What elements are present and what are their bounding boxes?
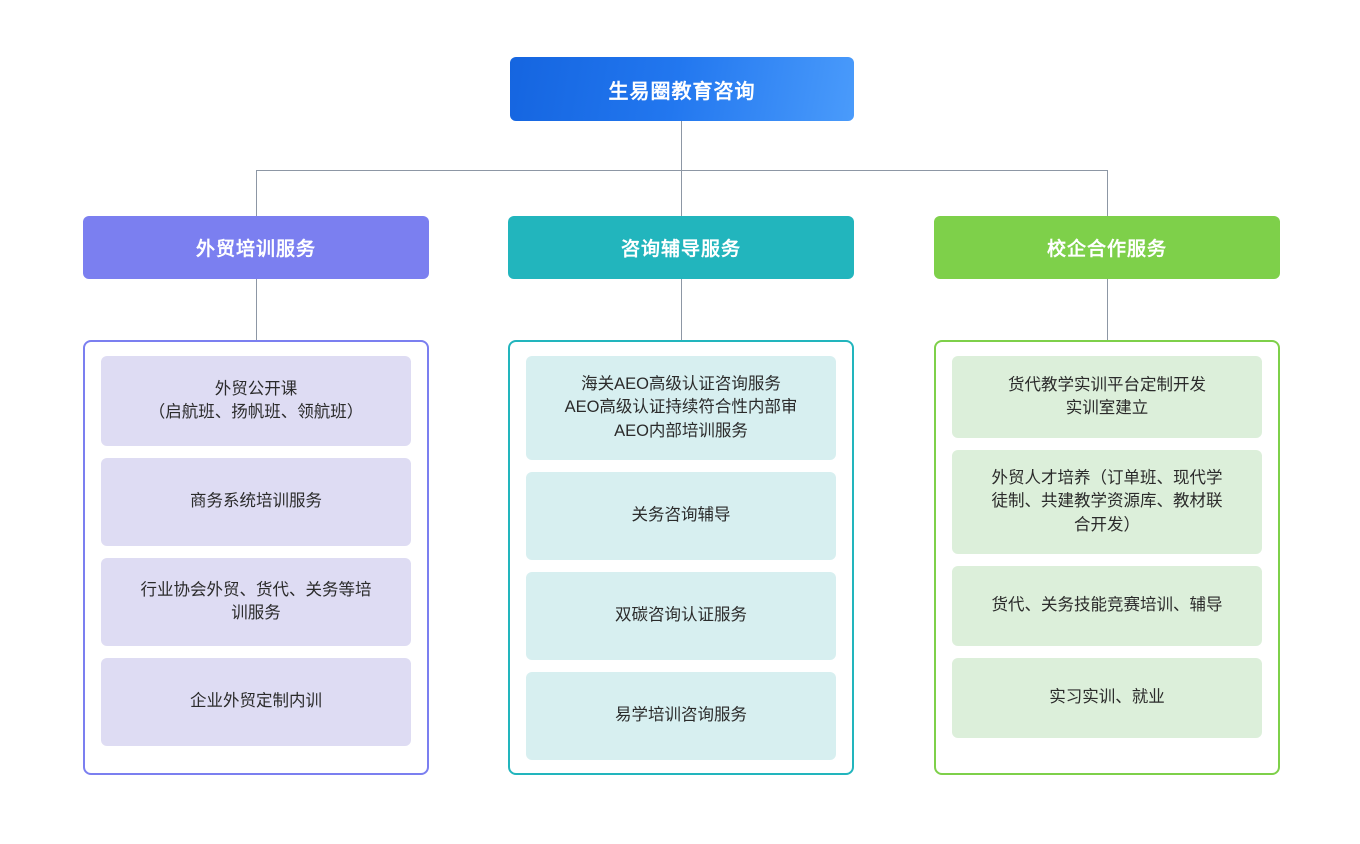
branch-column-2: 咨询辅导服务 海关AEO高级认证咨询服务 AEO高级认证持续符合性内部审 AEO… xyxy=(508,216,854,775)
leaf-node[interactable]: 货代、关务技能竞赛培训、辅导 xyxy=(952,566,1262,646)
root-node[interactable]: 生易圈教育咨询 xyxy=(510,57,854,121)
root-node-label: 生易圈教育咨询 xyxy=(608,80,756,103)
leaf-node[interactable]: 外贸人才培养（订单班、现代学 徒制、共建教学资源库、教材联 合开发） xyxy=(952,450,1262,554)
branch-header-3[interactable]: 校企合作服务 xyxy=(934,216,1280,279)
branch-header-1[interactable]: 外贸培训服务 xyxy=(83,216,429,279)
connector-drop-branch-1 xyxy=(256,170,257,216)
branch-column-1: 外贸培训服务 外贸公开课 （启航班、扬帆班、领航班） 商务系统培训服务 行业协会… xyxy=(83,216,429,775)
branch-header-2[interactable]: 咨询辅导服务 xyxy=(508,216,854,279)
branch-header-label-2: 咨询辅导服务 xyxy=(620,239,741,260)
leaf-node[interactable]: 实习实训、就业 xyxy=(952,658,1262,738)
leaf-node[interactable]: 行业协会外贸、货代、关务等培 训服务 xyxy=(101,558,411,646)
leaf-node[interactable]: 商务系统培训服务 xyxy=(101,458,411,546)
branch-body-1: 外贸公开课 （启航班、扬帆班、领航班） 商务系统培训服务 行业协会外贸、货代、关… xyxy=(83,340,429,775)
leaf-node[interactable]: 企业外贸定制内训 xyxy=(101,658,411,746)
branch-header-label-3: 校企合作服务 xyxy=(1046,239,1167,260)
branch-header-label-1: 外贸培训服务 xyxy=(195,239,316,260)
connector-header-to-body-2 xyxy=(681,279,682,340)
connector-drop-branch-3 xyxy=(1107,170,1108,216)
leaf-node[interactable]: 货代教学实训平台定制开发 实训室建立 xyxy=(952,356,1262,438)
branch-body-2: 海关AEO高级认证咨询服务 AEO高级认证持续符合性内部审 AEO内部培训服务 … xyxy=(508,340,854,775)
leaf-node[interactable]: 外贸公开课 （启航班、扬帆班、领航班） xyxy=(101,356,411,446)
branch-column-3: 校企合作服务 货代教学实训平台定制开发 实训室建立 外贸人才培养（订单班、现代学… xyxy=(934,216,1280,775)
leaf-node[interactable]: 关务咨询辅导 xyxy=(526,472,836,560)
leaf-node[interactable]: 双碳咨询认证服务 xyxy=(526,572,836,660)
leaf-node[interactable]: 易学培训咨询服务 xyxy=(526,672,836,760)
connector-header-to-body-3 xyxy=(1107,279,1108,340)
leaf-node[interactable]: 海关AEO高级认证咨询服务 AEO高级认证持续符合性内部审 AEO内部培训服务 xyxy=(526,356,836,460)
connector-root-stem xyxy=(681,121,682,171)
connector-header-to-body-1 xyxy=(256,279,257,340)
connector-drop-branch-2 xyxy=(681,170,682,216)
branch-body-3: 货代教学实训平台定制开发 实训室建立 外贸人才培养（订单班、现代学 徒制、共建教… xyxy=(934,340,1280,775)
